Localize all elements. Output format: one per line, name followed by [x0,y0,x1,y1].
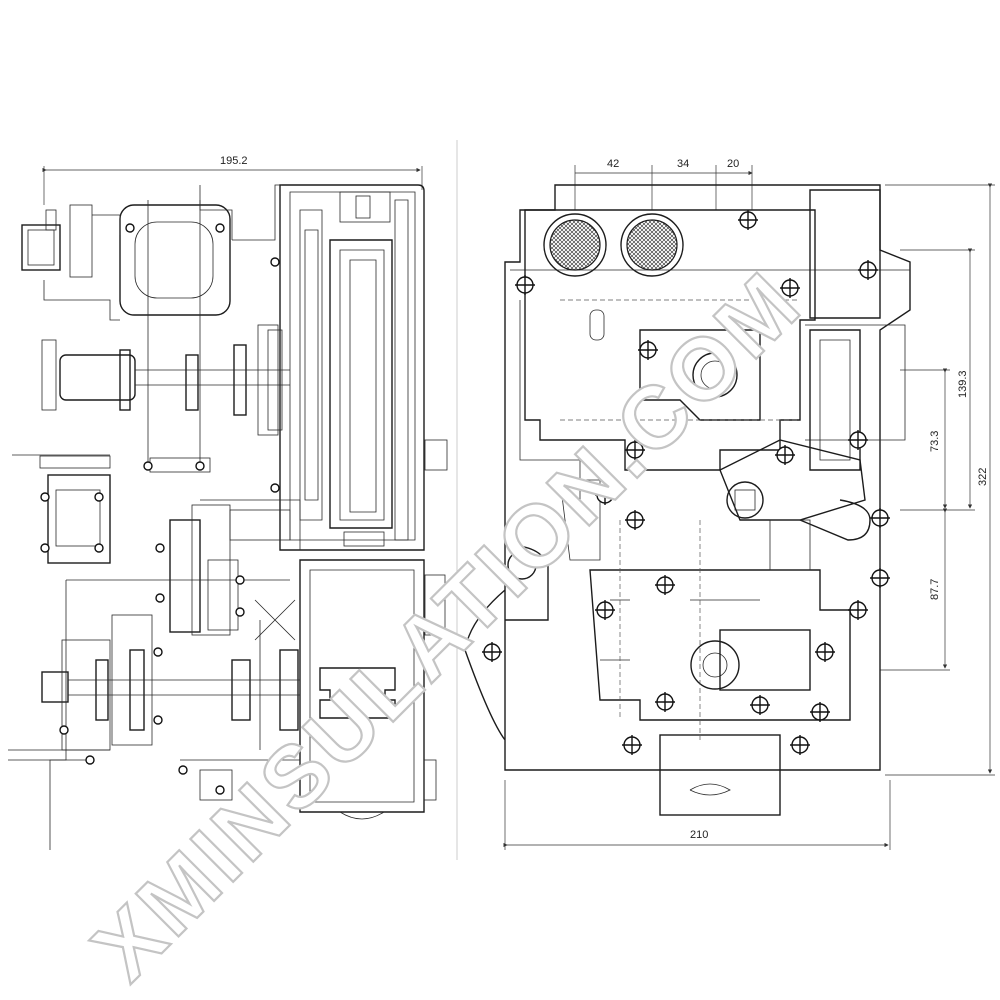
dim-20: 20 [727,158,739,170]
dim-195-2: 195.2 [220,155,248,167]
base-plate [464,184,911,771]
middle-gear-cluster [169,499,301,636]
left-side-view: 195.2 [8,155,448,850]
dim-34: 34 [677,158,689,170]
dim-322: 322 [977,468,989,486]
cam-latch-assembly [504,299,871,816]
left-view-screws [40,223,280,795]
right-front-view: 42 34 20 210 322 139.3 73.3 87.7 [464,158,995,850]
side-dimensions: 322 139.3 73.3 87.7 [880,183,995,776]
dim-87-7: 87.7 [929,579,941,600]
upper-housing [279,184,448,551]
micro-switch [12,454,111,564]
dim-210: 210 [690,829,708,841]
top-left-terminal [21,184,282,321]
dim-42: 42 [607,158,619,170]
main-shaft-assembly [41,200,290,473]
motor-housing [299,559,446,820]
front-openings [543,213,684,341]
left-width-dimension: 195.2 [42,155,423,205]
lower-shaft-assembly [8,579,301,850]
dim-139-3: 139.3 [957,370,969,398]
dim-73-3: 73.3 [929,431,941,452]
top-dimensions: 42 34 20 [574,158,753,210]
bottom-dimension: 210 [503,780,891,850]
right-view-screws [482,210,890,755]
